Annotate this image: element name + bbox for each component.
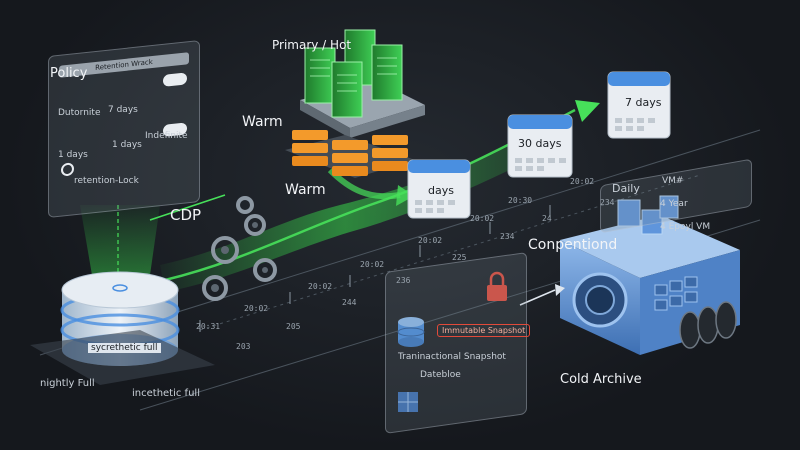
tick-label: 20:02 [360, 260, 385, 269]
warm-top-label: Warm [242, 114, 283, 130]
stream-arrow-head [575, 100, 600, 122]
primary-hot-label: Primary / Hot [272, 38, 352, 52]
tick-label-2: 236 [396, 276, 411, 285]
compendium-label: Conpentiond [528, 237, 618, 253]
immutable-snapshot-badge: Immutable Snapshot [437, 324, 531, 337]
cold-archive-label: Cold Archive [560, 372, 642, 387]
tick-label-2: 24 [542, 214, 552, 223]
cold-archive-vault [560, 195, 740, 355]
calendar-icon-2 [507, 114, 573, 178]
policy-row1-b: 7 days [108, 105, 138, 115]
policy-row2-c: Indefinite [145, 131, 188, 141]
calendar-1-label: days [428, 184, 454, 197]
warm-bottom-label: Warm [285, 182, 326, 198]
cdp-connector [149, 194, 226, 221]
calendar-icon-1 [407, 159, 471, 219]
warm-arrow-head [396, 185, 414, 206]
policy-row2-a: 1 days [58, 150, 88, 160]
nightly-full-label: nightly Full [40, 378, 95, 389]
calendar-icon-3 [607, 71, 671, 139]
calendar-3-label: 7 days [625, 96, 662, 109]
policy-row2-b: 1 days [112, 140, 142, 150]
tick-label-2: 234 [500, 232, 515, 241]
policy-row3: retention-Lock [74, 176, 139, 186]
calendar-2-label: 30 days [518, 137, 562, 150]
tick-label-2: 203 [236, 342, 251, 351]
tick-label: 20:31 [196, 322, 221, 331]
epoyl-vm-label: 4 Epoyl VM [660, 222, 711, 232]
timeline-ticks [199, 205, 551, 332]
warm-tier-blocks [285, 130, 415, 178]
tick-label: 20:02 [470, 214, 495, 223]
tick-label-2: 205 [286, 322, 301, 331]
policy-title: Policy [50, 66, 88, 81]
tick-label-2: 244 [342, 298, 357, 307]
database-icon [397, 317, 425, 347]
year-label: 4 Year [660, 199, 688, 209]
tick-label-2: 225 [452, 253, 467, 262]
cdp-label: CDP [170, 206, 202, 224]
synthetic-full-label: sycrethetic full [88, 343, 161, 353]
cylinder-base-plate [30, 330, 215, 385]
incremental-full-label: incethetic full [132, 388, 200, 399]
tick-label-2: 234 [600, 198, 615, 207]
toggle-switch-1[interactable] [163, 72, 187, 87]
lock-icon [487, 271, 507, 301]
daily-label: Daily [612, 182, 640, 195]
gears-icon [202, 196, 277, 301]
tick-label: 20:02 [308, 282, 333, 291]
primary-hot-servers [300, 29, 425, 138]
vm-label: VM# [662, 176, 684, 186]
transactional-snapshot-label: Traninactional Snapshot [398, 352, 506, 362]
policy-beam [80, 205, 160, 275]
datebase-label: Datebloe [420, 370, 461, 380]
policy-row1-a: Dutornite [58, 108, 101, 118]
tick-label: 20:30 [508, 196, 533, 205]
window-icon [398, 392, 418, 412]
radio-button[interactable] [61, 162, 74, 177]
tick-label: 20:02 [244, 304, 269, 313]
tick-label: 20:02 [418, 236, 443, 245]
archive-arrow [519, 289, 556, 306]
tick-label: 20:02 [570, 177, 595, 186]
